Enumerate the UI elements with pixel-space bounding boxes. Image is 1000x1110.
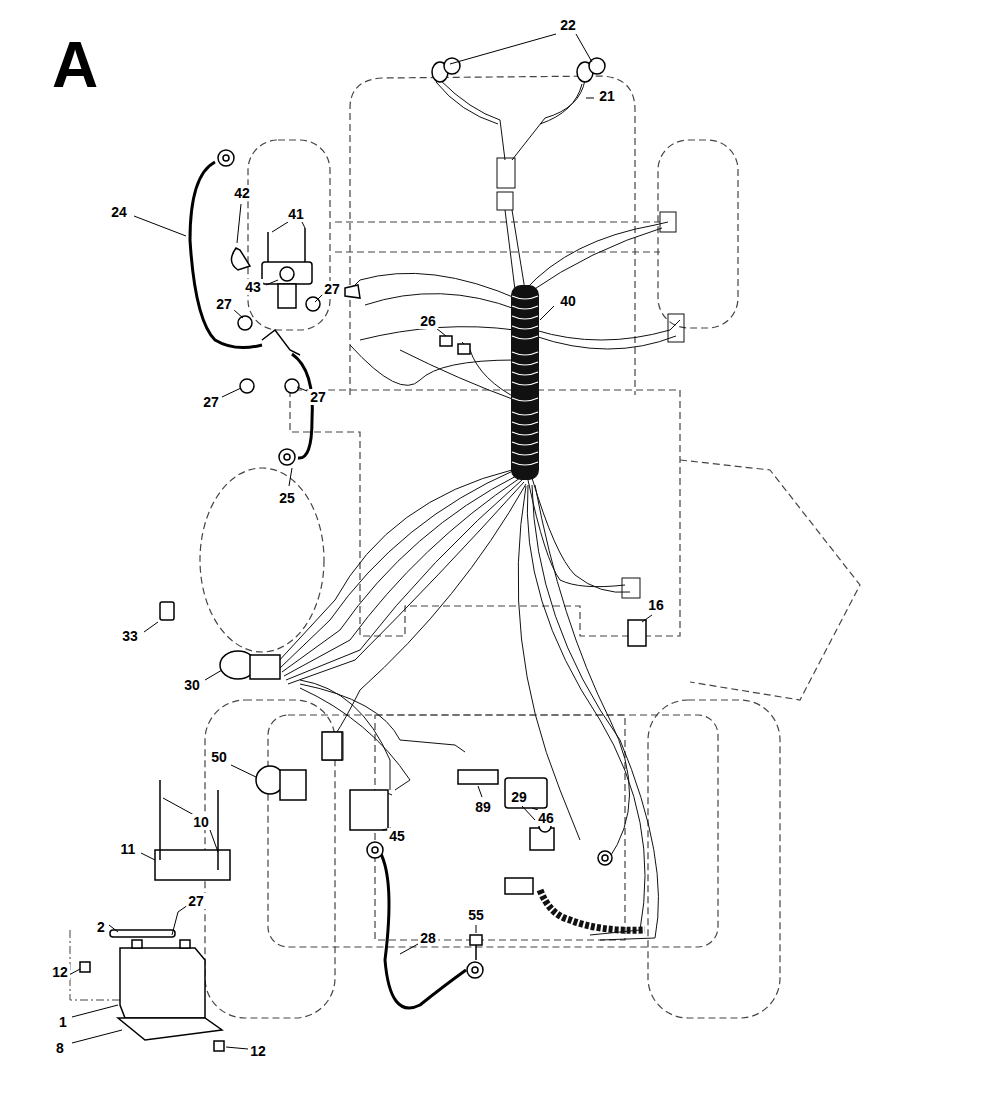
callout-number: 89 [473,799,493,815]
callout-number: 12 [50,964,70,980]
callout-number: 22 [558,17,578,33]
callout-number: 27 [308,389,328,405]
callout-number: 11 [119,841,138,857]
callout-number: 27 [186,893,206,909]
callout-number: 29 [509,789,529,805]
callout-number: 41 [286,206,306,222]
callout-number: 10 [191,814,211,830]
callout-number: 25 [277,490,297,506]
callout-number: 12 [248,1043,268,1059]
callout-number: 30 [182,677,202,693]
callout-number: 26 [418,313,438,329]
callout-number: 40 [558,293,578,309]
section-letter: A [52,33,98,97]
callout-number: 33 [120,628,140,644]
callout-number: 45 [387,828,407,844]
callout-number: 21 [597,88,617,104]
callout-number: 16 [646,597,666,613]
callout-number: 42 [232,185,252,201]
callout-number: 24 [109,204,129,220]
leader-lines [69,34,652,1049]
harness-coil [511,285,539,480]
callout-number: 8 [54,1040,66,1056]
callout-number: 55 [466,907,486,923]
callout-number: 43 [243,279,263,295]
callout-number: 46 [536,810,556,826]
callout-number: 27 [201,394,221,410]
callout-number: 27 [322,281,342,297]
callout-number: 2 [95,919,107,935]
callout-number: 50 [209,749,229,765]
callout-number: 27 [214,296,234,312]
callout-number: 1 [57,1014,69,1030]
callout-number: 28 [418,930,438,946]
